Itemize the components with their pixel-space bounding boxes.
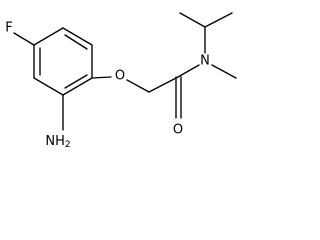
amine-label: NH2 xyxy=(45,134,70,150)
methylene-to-carbonyl-bond xyxy=(148,76,179,93)
ring-bond-3 xyxy=(33,27,64,46)
ring-double-bond-c xyxy=(64,74,88,89)
amide-nitrogen-label: N xyxy=(200,54,210,69)
fluorine-label: F xyxy=(5,21,12,36)
structure-canvas: F NH2 O O N xyxy=(5,12,237,150)
ring-bond-6 xyxy=(62,77,93,96)
carbonyl-oxygen-label: O xyxy=(173,123,183,138)
ring-bond-5 xyxy=(33,77,64,96)
fluorine-bond xyxy=(13,32,35,46)
ether-oxygen-label: O xyxy=(115,69,125,84)
ring-to-oxygen-bond xyxy=(91,76,112,79)
amine-label-subscript: 2 xyxy=(65,140,71,150)
amine-label-main: NH xyxy=(45,134,65,149)
isopropyl-methyl-right-bond xyxy=(204,12,233,28)
oxygen-to-methylene-bond xyxy=(126,79,150,93)
benzene-ring xyxy=(33,27,93,96)
isopropyl-methyl-left-bond xyxy=(179,12,206,28)
ring-double-bond-a xyxy=(64,34,88,50)
nitrogen-methyl-bond xyxy=(211,64,237,79)
carbonyl-to-nitrogen-bond xyxy=(177,64,200,78)
ring-bond-2 xyxy=(62,27,93,46)
